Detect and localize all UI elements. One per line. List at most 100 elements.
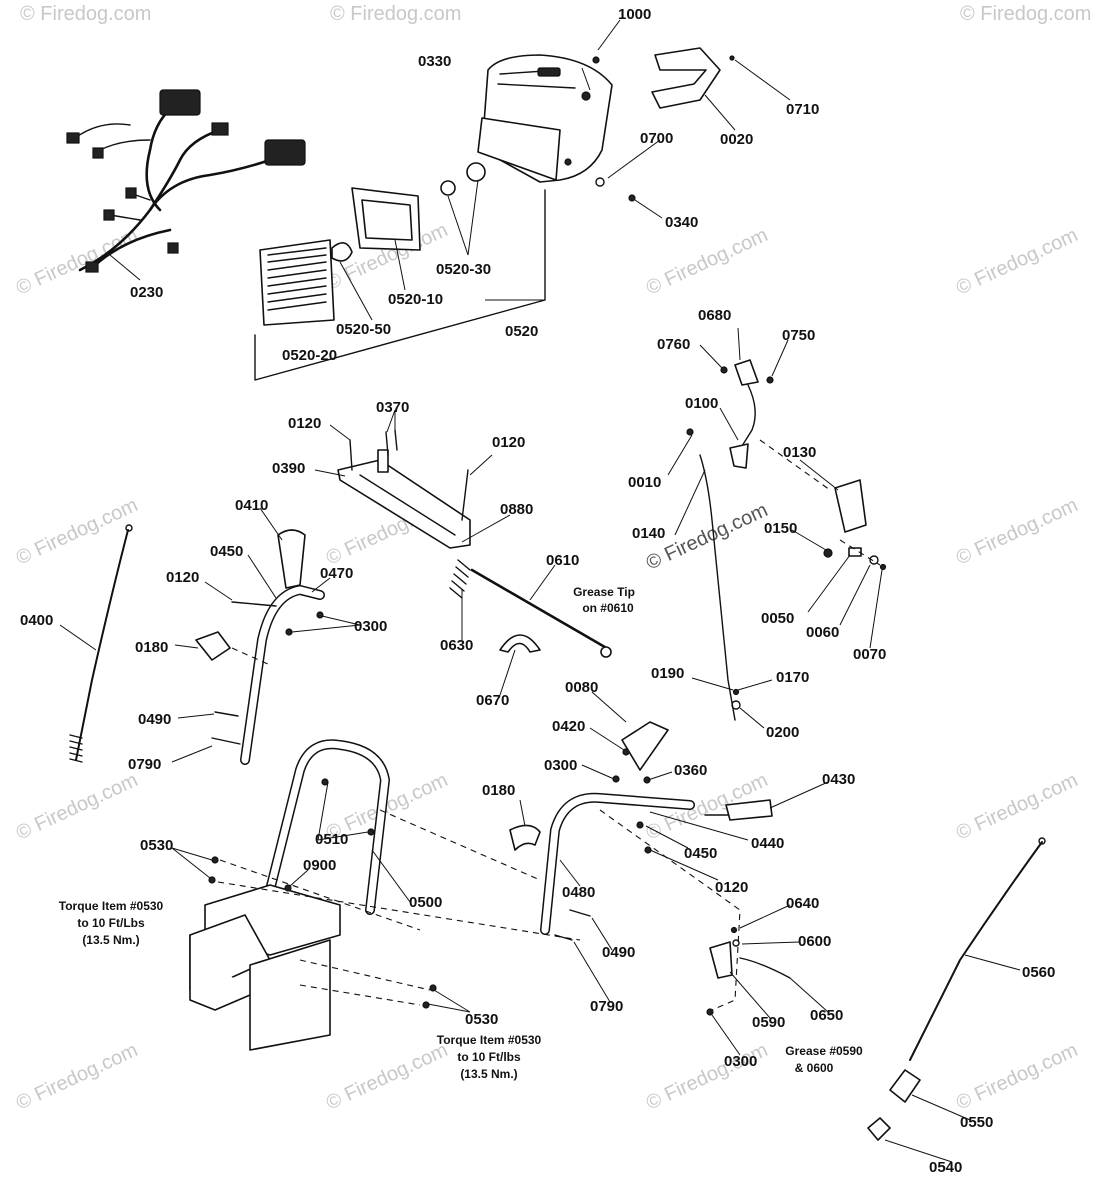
wiring-harness-0230 [66,89,306,273]
note-torque-bottom-line3: (13.5 Nm.) [460,1067,517,1081]
label-0630: 0630 [440,637,473,654]
label-0080: 0080 [565,679,598,696]
label-0650: 0650 [810,1007,843,1024]
label-0300-c: 0300 [724,1053,757,1070]
watermark: © Firedog.com [643,224,771,299]
label-0450-a: 0450 [210,543,243,560]
label-0600: 0600 [798,933,831,950]
watermark: © Firedog.com [960,3,1091,25]
label-0060: 0060 [806,624,839,641]
label-0120-b: 0120 [492,434,525,451]
cable-0400 [69,524,133,763]
handle-left-0470 [195,529,325,765]
watermark: © Firedog.com [13,1039,141,1114]
chute-lock-0590 [706,926,791,1016]
part-0340 [628,194,636,202]
label-0330: 0330 [418,53,451,70]
label-0420: 0420 [552,718,585,735]
handle-right-0480 [509,721,773,1011]
label-0900: 0900 [303,857,336,874]
label-0880: 0880 [500,501,533,518]
note-torque-bottom-line2: to 10 Ft/lbs [457,1050,521,1064]
watermark: © Firedog.com [20,3,151,25]
label-0300-a: 0300 [354,618,387,635]
lever-assembly-right [686,359,887,721]
label-0550: 0550 [960,1114,993,1131]
label-0410: 0410 [235,497,268,514]
watermark: © Firedog.com [330,3,461,25]
part-0700 [595,177,605,187]
label-0680: 0680 [698,307,731,324]
label-0790-b: 0790 [590,998,623,1015]
note-grease-tip-line1: Grease Tip [573,585,635,599]
label-0440: 0440 [751,835,784,852]
label-0370: 0370 [376,399,409,416]
label-1000: 1000 [618,6,651,23]
label-0400: 0400 [20,612,53,629]
label-0530-a: 0530 [140,837,173,854]
watermark: © Firedog.com [323,1039,451,1114]
note-torque-left-line2: to 10 Ft/Lbs [77,916,145,930]
label-0020: 0020 [720,131,753,148]
bracket-0390 [337,429,471,549]
label-0470: 0470 [320,565,353,582]
label-0560: 0560 [1022,964,1055,981]
label-0710: 0710 [786,101,819,118]
label-0700: 0700 [640,130,673,147]
note-grease-0590-line2: & 0600 [795,1061,834,1075]
label-0480: 0480 [562,884,595,901]
label-0180-b: 0180 [482,782,515,799]
cover-0020 [651,47,721,109]
label-0540: 0540 [929,1159,962,1176]
note-grease-tip-line2: on #0610 [582,601,634,615]
label-0150: 0150 [764,520,797,537]
label-0200: 0200 [766,724,799,741]
label-0520-20: 0520-20 [282,347,337,364]
shaft-0610 [449,559,612,658]
label-0760: 0760 [657,336,690,353]
label-0120-c: 0120 [166,569,199,586]
label-0300-b: 0300 [544,757,577,774]
watermark: © Firedog.com [13,494,141,569]
label-0490-b: 0490 [602,944,635,961]
headlight-housing-0330 [477,54,613,183]
label-0520-50: 0520-50 [336,321,391,338]
label-0390: 0390 [272,460,305,477]
watermark: © Firedog.com [13,769,141,844]
part-1000 [592,56,600,64]
label-0430: 0430 [822,771,855,788]
label-0360: 0360 [674,762,707,779]
notes: Grease Tip on #0610 Torque Item #0530 to… [59,585,863,1081]
label-0520-30: 0520-30 [436,261,491,278]
label-0670: 0670 [476,692,509,709]
leader-lines [59,19,1021,1163]
label-0490-a: 0490 [138,711,171,728]
note-torque-left-line3: (13.5 Nm.) [82,933,139,947]
label-0100: 0100 [685,395,718,412]
label-0520: 0520 [505,323,538,340]
watermark: © Firedog.com [643,1039,771,1114]
note-torque-bottom-line1: Torque Item #0530 [437,1033,542,1047]
label-0590: 0590 [752,1014,785,1031]
label-0750: 0750 [782,327,815,344]
label-0610: 0610 [546,552,579,569]
label-0010: 0010 [628,474,661,491]
label-0450-b: 0450 [684,845,717,862]
watermark: © Firedog.com [953,769,1081,844]
label-0130: 0130 [783,444,816,461]
frame-0500 [189,739,581,1051]
label-0180-a: 0180 [135,639,168,656]
label-0230: 0230 [130,284,163,301]
headlight-0520 [254,162,546,381]
part-0710 [729,55,735,61]
label-0340: 0340 [665,214,698,231]
label-0170: 0170 [776,669,809,686]
label-0520-10: 0520-10 [388,291,443,308]
label-0120-a: 0120 [288,415,321,432]
watermark: © Firedog.com [13,224,141,299]
label-0190: 0190 [651,665,684,682]
watermark: © Firedog.com [953,1039,1081,1114]
watermark: © Firedog.com [953,224,1081,299]
label-0530-b: 0530 [465,1011,498,1028]
